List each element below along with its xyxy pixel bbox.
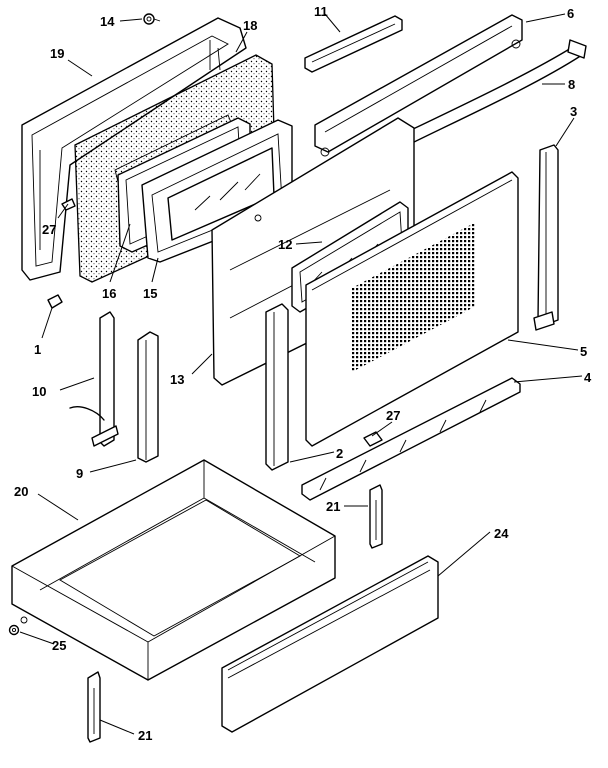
leader-lines (19, 13, 583, 735)
callout-3: 3 (570, 104, 577, 119)
callout-11: 11 (314, 4, 328, 19)
callout-9: 9 (76, 466, 83, 481)
part-24-drawer-front (221, 555, 439, 733)
part-2-side-channel (265, 303, 289, 471)
part-14-screw (143, 13, 161, 25)
callout-2: 2 (336, 446, 343, 461)
part-3-side-channel (533, 144, 559, 331)
part-9-trim-block (137, 331, 159, 463)
part-25-screw (8, 624, 20, 636)
callout-4: 4 (584, 370, 592, 385)
callout-25: 25 (52, 638, 66, 653)
part-27-clip-lower (363, 431, 383, 447)
part-6-vent-trim (314, 14, 523, 157)
part-4-bottom-trim (301, 377, 521, 501)
part-5-outer-door-panel (305, 171, 519, 447)
part-10-hinge-bracket (69, 311, 119, 447)
callout-5: 5 (580, 344, 587, 359)
callout-1: 1 (34, 342, 41, 357)
callout-27-lower: 27 (386, 408, 400, 423)
part-1-clip (47, 294, 63, 309)
callout-10: 10 (32, 384, 46, 399)
callout-6: 6 (567, 6, 574, 21)
callout-21-lower: 21 (138, 728, 152, 743)
callout-labels: 14 18 11 6 19 8 3 27 16 15 12 1 5 10 13 … (14, 4, 592, 743)
callout-19: 19 (50, 46, 64, 61)
callout-27-upper: 27 (42, 222, 56, 237)
part-21-slide-bracket-upper (369, 484, 383, 549)
callout-12: 12 (278, 237, 292, 252)
callout-21-upper: 21 (326, 499, 340, 514)
part-19-outer-door-frame (21, 17, 247, 281)
callout-16: 16 (102, 286, 116, 301)
callout-20: 20 (14, 484, 28, 499)
callout-18: 18 (243, 18, 257, 33)
callout-14: 14 (100, 14, 115, 29)
callout-15: 15 (143, 286, 157, 301)
part-11-bracket (304, 15, 403, 73)
callout-13: 13 (170, 372, 184, 387)
part-21-slide-bracket-lower (87, 671, 101, 743)
part-20-drawer-box (11, 459, 336, 681)
callout-24: 24 (494, 526, 509, 541)
callout-8: 8 (568, 77, 575, 92)
